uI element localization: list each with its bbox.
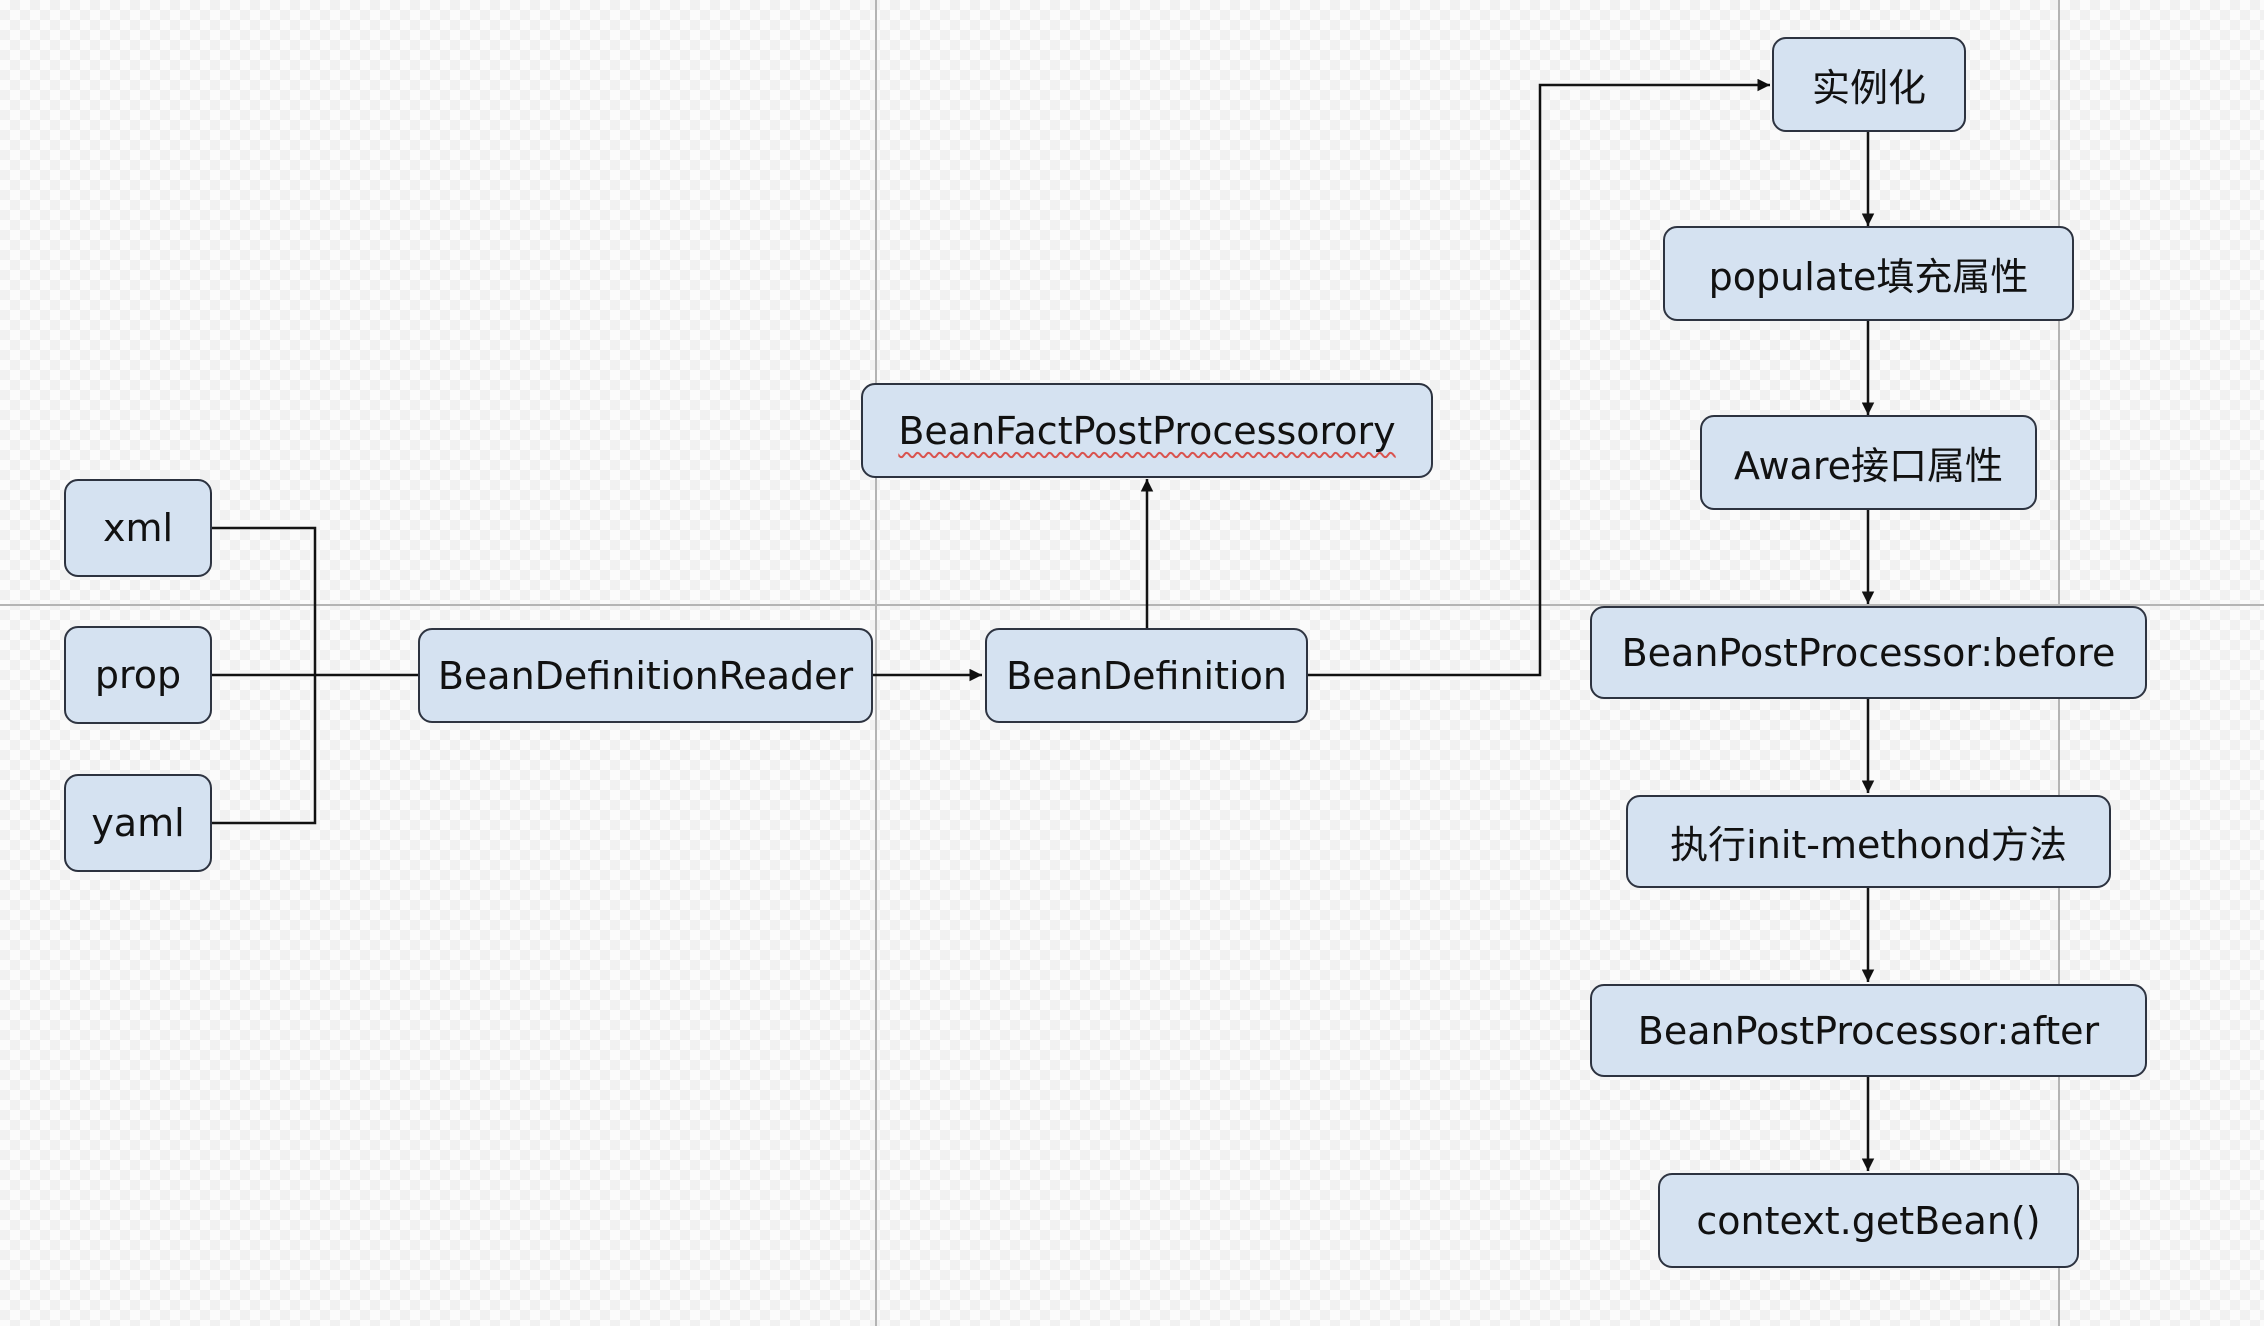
node-aware[interactable]: Aware接口属性 [1700, 415, 2037, 510]
node-populate[interactable]: populate填充属性 [1663, 226, 2074, 321]
node-instantiate-label: 实例化 [1811, 66, 1926, 110]
connector-xml-to-bus [212, 526, 317, 675]
vertical-guide-line-left [875, 0, 877, 1326]
node-populate-label: populate填充属性 [1708, 255, 2029, 299]
node-bean-definition-reader-label: BeanDefinitionReader [437, 653, 854, 698]
node-instantiate[interactable]: 实例化 [1772, 37, 1966, 132]
node-aware-label: Aware接口属性 [1734, 444, 2003, 488]
node-bean-factory-post-processor[interactable]: BeanFactPostProcessorory [861, 383, 1433, 478]
node-yaml-label: yaml [91, 801, 185, 845]
node-init-method-label: 执行init-methond方法 [1670, 823, 2067, 867]
node-init-method[interactable]: 执行init-methond方法 [1626, 795, 2111, 888]
arrow-definition-to-instantiate [1308, 78, 1770, 677]
node-bean-factory-post-processor-label: BeanFactPostProcessorory [898, 408, 1396, 453]
connector-yaml-to-bus [212, 675, 317, 825]
node-bean-definition-reader[interactable]: BeanDefinitionReader [418, 628, 873, 723]
horizontal-guide-line [0, 604, 2264, 606]
node-get-bean-label: context.getBean() [1696, 1198, 2041, 1243]
node-bean-post-processor-before-label: BeanPostProcessor:before [1621, 630, 2116, 675]
node-prop[interactable]: prop [64, 626, 212, 724]
node-xml-label: xml [102, 506, 174, 550]
node-bean-post-processor-before[interactable]: BeanPostProcessor:before [1590, 606, 2147, 699]
node-bean-post-processor-after-label: BeanPostProcessor:after [1637, 1008, 2100, 1053]
node-get-bean[interactable]: context.getBean() [1658, 1173, 2079, 1268]
node-prop-label: prop [94, 653, 182, 697]
node-yaml[interactable]: yaml [64, 774, 212, 872]
node-bean-definition[interactable]: BeanDefinition [985, 628, 1308, 723]
node-bean-definition-label: BeanDefinition [1006, 653, 1287, 698]
node-bean-post-processor-after[interactable]: BeanPostProcessor:after [1590, 984, 2147, 1077]
node-xml[interactable]: xml [64, 479, 212, 577]
